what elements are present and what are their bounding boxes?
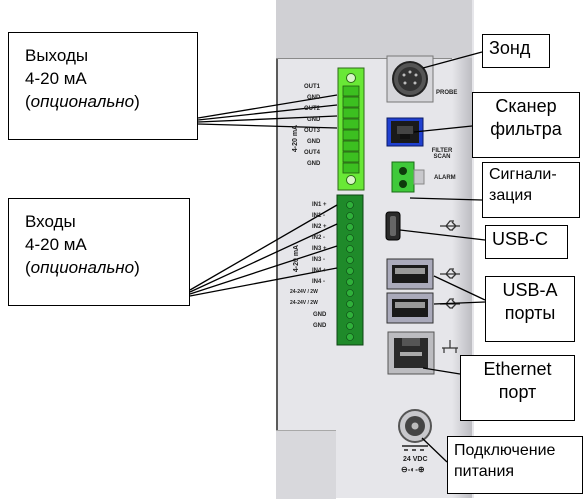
outputs-callout-line2: 4-20 мА bbox=[25, 68, 87, 88]
out4-label: OUT4 bbox=[304, 150, 321, 156]
probe-label: PROBE bbox=[436, 90, 458, 96]
filter-scan-label: FILTER SCAN bbox=[431, 148, 453, 160]
out3-label: OUT3 bbox=[304, 128, 321, 134]
polarity-symbol: ⊖-◐-⊕ bbox=[401, 465, 425, 474]
power-callout: Подключение питания bbox=[447, 436, 583, 494]
filter-scanner-callout-line2: фильтра bbox=[490, 119, 562, 140]
inputs-optional-text: опционально bbox=[30, 257, 135, 277]
alarm-label: ALARM bbox=[434, 175, 456, 181]
usb-a-callout: USB-A порты bbox=[485, 276, 575, 342]
in2-plus-label: IN2 + bbox=[312, 224, 327, 230]
in1-plus-label: IN1 + bbox=[312, 202, 327, 208]
probe-callout-text: Зонд bbox=[489, 38, 531, 58]
in3-minus-label: IN3 - bbox=[312, 257, 326, 263]
usb-a-callout-line2: порты bbox=[504, 303, 556, 324]
in4-minus-label: IN4 - bbox=[312, 279, 326, 285]
in2-minus-label: IN2 - bbox=[312, 235, 326, 241]
panel-top-cover bbox=[276, 0, 472, 59]
panel-side-shade bbox=[452, 58, 472, 498]
gnd-out-label-2: GND bbox=[307, 117, 321, 123]
alarm-callout-line2: зация bbox=[489, 186, 532, 204]
gnd-in-label-1: GND bbox=[313, 312, 327, 318]
ethernet-callout-line1: Ethernet bbox=[483, 359, 552, 379]
alarm-callout: Сигнали- зация bbox=[482, 162, 580, 218]
usb-c-callout-text: USB-C bbox=[492, 229, 549, 249]
gnd-in-label-2: GND bbox=[313, 323, 327, 329]
inputs-callout-line2: 4-20 мА bbox=[25, 234, 87, 254]
power-callout-line2: питания bbox=[454, 462, 515, 480]
inputs-callout-line3: (опционально) bbox=[25, 257, 140, 277]
in3-plus-label: IN3 + bbox=[312, 246, 327, 252]
outputs-callout-line3: (опционально) bbox=[25, 91, 140, 111]
in4-plus-label: IN4 + bbox=[312, 268, 327, 274]
out1-label: OUT1 bbox=[304, 84, 321, 90]
supply-label-2: 24-24V / 2W bbox=[290, 300, 318, 306]
power-callout-line1: Подключение bbox=[454, 442, 556, 459]
inputs-callout-line1: Входы bbox=[25, 212, 76, 231]
gnd-out-label-1: GND bbox=[307, 95, 321, 101]
filter-scanner-callout: Сканер фильтра bbox=[472, 92, 580, 158]
ethernet-callout: Ethernet порт bbox=[460, 355, 575, 421]
outputs-vertical-label: 4-20 mA bbox=[292, 124, 300, 153]
supply-label-1: 24-24V / 2W bbox=[290, 289, 318, 295]
device-panel bbox=[276, 0, 474, 498]
usb-c-callout: USB-C bbox=[485, 225, 568, 259]
gnd-out-label-3: GND bbox=[307, 139, 321, 145]
ethernet-callout-line2: порт bbox=[498, 382, 537, 403]
outputs-callout: Выходы 4-20 мА (опционально) bbox=[8, 32, 198, 140]
filter-scanner-callout-line1: Сканер bbox=[495, 96, 557, 116]
alarm-callout-line1: Сигнали- bbox=[489, 166, 557, 183]
usb-a-callout-line1: USB-A bbox=[502, 280, 558, 300]
power-voltage-label: 24 VDC bbox=[403, 456, 428, 463]
outputs-callout-line1: Выходы bbox=[25, 46, 89, 65]
panel-bottom-recess bbox=[276, 430, 336, 499]
gnd-out-label-4: GND bbox=[307, 161, 321, 167]
outputs-optional-text: опционально bbox=[30, 91, 135, 111]
inputs-callout: Входы 4-20 мА (опционально) bbox=[8, 198, 190, 306]
inputs-vertical-label: 4-20 mA bbox=[293, 244, 301, 273]
out2-label: OUT2 bbox=[304, 106, 321, 112]
probe-callout: Зонд bbox=[482, 34, 550, 68]
in1-minus-label: IN1 - bbox=[312, 213, 326, 219]
